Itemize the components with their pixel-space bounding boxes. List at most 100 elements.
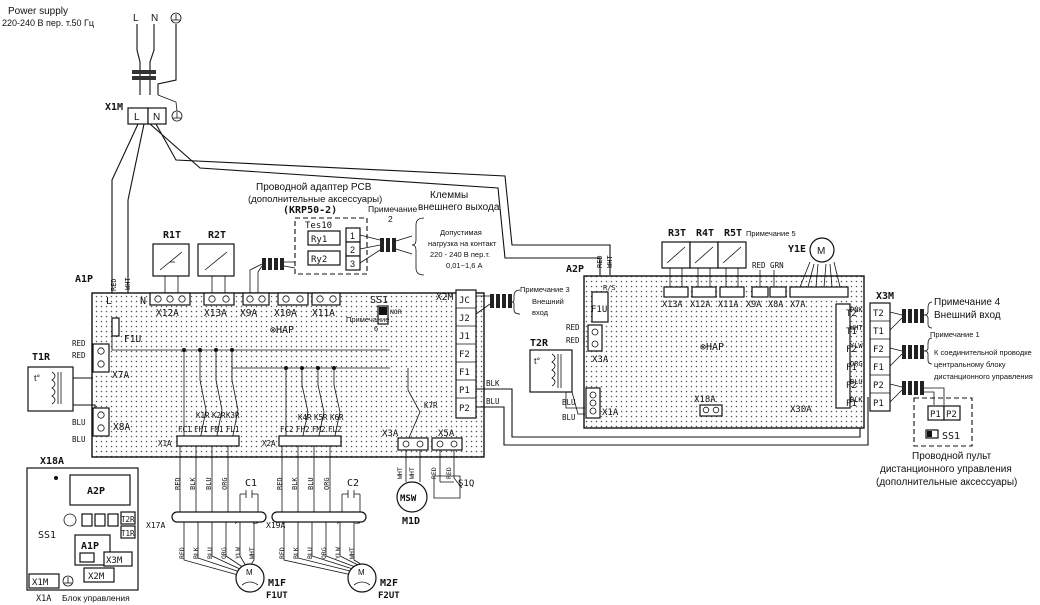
- svg-text:X9A: X9A: [240, 308, 257, 319]
- sensor-r1t: R1T: [152, 230, 190, 293]
- x1m-label: X1M: [105, 102, 123, 113]
- svg-text:X2M: X2M: [88, 572, 105, 582]
- svg-text:X10A: X10A: [274, 308, 297, 319]
- svg-text:BLU: BLU: [850, 378, 863, 386]
- svg-text:F1: F1: [459, 368, 470, 378]
- a2p-wht-label: WHT: [606, 255, 614, 268]
- svg-text:JC: JC: [459, 296, 470, 306]
- switch-ss1[interactable]: SS1 NOR: [370, 295, 402, 325]
- swing-motor-msw-icon: WHT WHT MSW M1D: [396, 450, 428, 527]
- svg-text:F1: F1: [846, 363, 857, 373]
- x2m-label: X2M: [436, 292, 453, 303]
- note-1-line2: К соединительной проводке: [934, 348, 1032, 357]
- fan1-wire-labels: RED BLK BLU ORG: [174, 477, 229, 490]
- svg-text:ORG: ORG: [850, 360, 863, 368]
- cb-terminals: [63, 513, 119, 527]
- svg-text:C2: C2: [347, 478, 359, 489]
- fuse-a2p-f1u: F1U R/S: [591, 284, 616, 323]
- connector-t1r-red: [92, 343, 110, 373]
- svg-text:FM2: FM2: [312, 425, 326, 434]
- fan2-lower-wire-labels: RED BLK BLU ORG YLW WHT: [278, 547, 356, 559]
- cb-ss1-label: SS1: [38, 530, 56, 541]
- svg-text:K6R: K6R: [330, 413, 344, 422]
- remote-title-line3: (дополнительные аксессуары): [876, 477, 1017, 488]
- svg-text:M: M: [817, 246, 825, 257]
- connector-x7a-label: X7A: [112, 370, 129, 381]
- connector-x11a: X11A: [311, 292, 341, 319]
- expansion-valve-y1e-icon: Y1E M: [788, 237, 841, 288]
- svg-text:M1F: M1F: [268, 578, 286, 589]
- note-6-number: 6: [374, 324, 378, 333]
- cb-x18a-label: X18A: [40, 456, 64, 467]
- svg-text:ORG: ORG: [323, 477, 331, 490]
- svg-text:Ry2: Ry2: [311, 255, 327, 265]
- svg-text:M1D: M1D: [402, 516, 420, 527]
- svg-text:F1UT: F1UT: [266, 591, 288, 601]
- cb-x2m: X2M: [83, 567, 115, 583]
- remote-controller-box: [913, 397, 973, 447]
- connector-x3a-a1p: X3A: [382, 429, 429, 451]
- svg-text:RED: RED: [430, 467, 438, 479]
- svg-text:FH2: FH2: [296, 425, 310, 434]
- sensor-r2t: R2T: [197, 230, 235, 293]
- svg-text:K7R: K7R: [424, 401, 438, 410]
- earth-icon: [62, 575, 74, 587]
- svg-text:P2: P2: [873, 381, 884, 391]
- a1p-wht-label: WHT: [124, 277, 132, 290]
- svg-text:X8A: X8A: [768, 300, 783, 310]
- x3m-p-ferrite-icon: [889, 381, 945, 405]
- relay-group-left: K1R K2R K3R FC1 FH1 FM1 FL1 X1A: [158, 348, 240, 448]
- svg-text:R5T: R5T: [724, 228, 742, 239]
- phase-l-label: L: [133, 13, 139, 24]
- svg-text:Ry1: Ry1: [311, 235, 327, 245]
- svg-text:SS1: SS1: [370, 295, 388, 306]
- power-supply-title: Power supply: [8, 6, 68, 17]
- relay-k7r: K7R: [407, 368, 438, 441]
- a2p-x1a: X1A BLU BLU: [562, 387, 619, 422]
- adapter-title: Проводной адаптер PCB: [256, 182, 372, 193]
- svg-text:X3M: X3M: [106, 556, 123, 566]
- connector-x17a: X17A: [146, 511, 267, 530]
- cb-a1p-label: A1P: [81, 541, 99, 552]
- svg-text:R3T: R3T: [668, 228, 686, 239]
- svg-text:BLU: BLU: [307, 477, 315, 490]
- svg-text:X1A: X1A: [158, 439, 172, 448]
- remote-switch-ss1[interactable]: SS1: [925, 429, 960, 442]
- svg-text:T2R: T2R: [121, 515, 135, 524]
- connector-x13a: X13A: [203, 292, 235, 319]
- svg-text:X18A: X18A: [694, 395, 716, 405]
- x8a-blu-label2: BLU: [72, 435, 86, 444]
- svg-text:Y1E: Y1E: [788, 244, 806, 255]
- fuse-f1u: F1U: [111, 317, 141, 345]
- svg-text:PNK: PNK: [850, 306, 863, 314]
- svg-text:YLW: YLW: [850, 342, 863, 350]
- a2p-hap: ⊗HAP: [700, 342, 724, 353]
- svg-text:K4R: K4R: [298, 413, 312, 422]
- svg-text:2: 2: [350, 245, 355, 255]
- note-1-line4: дистанционного управления: [934, 372, 1033, 381]
- svg-text:FC1: FC1: [178, 425, 192, 434]
- svg-text:X7A: X7A: [790, 300, 805, 310]
- svg-text:t°: t°: [34, 373, 41, 383]
- svg-text:BLK: BLK: [189, 477, 197, 490]
- svg-text:P1: P1: [459, 386, 470, 396]
- remote-title: Проводной пульт: [912, 451, 992, 462]
- a2p-connector-row: X13A X12A X11A X9A X8A X7A: [662, 286, 849, 310]
- svg-text:M: M: [246, 568, 253, 577]
- a2p-x30a-label: X30A: [790, 405, 812, 415]
- t1r-red-label2: RED: [72, 351, 86, 360]
- adapter-terminal-block: 1 2 3: [345, 227, 361, 271]
- a2p-red-grn: RED GRN: [752, 261, 784, 270]
- svg-text:P2: P2: [946, 410, 957, 420]
- note-3-line3: вход: [532, 308, 549, 317]
- svg-text:BLU: BLU: [206, 547, 214, 559]
- svg-text:WHT: WHT: [396, 467, 404, 479]
- t1r-red-label1: RED: [72, 339, 86, 348]
- svg-text:L: L: [134, 112, 140, 123]
- power-supply-spec: 220-240 В пер. т.50 Гц: [2, 18, 94, 28]
- note-2-label: Примечание: [368, 204, 417, 214]
- remote-terminal-block: P1 P2: [927, 405, 961, 421]
- svg-text:X12A: X12A: [156, 308, 179, 319]
- a1p-wire-n: N: [140, 296, 146, 307]
- earth-icon: [170, 12, 182, 24]
